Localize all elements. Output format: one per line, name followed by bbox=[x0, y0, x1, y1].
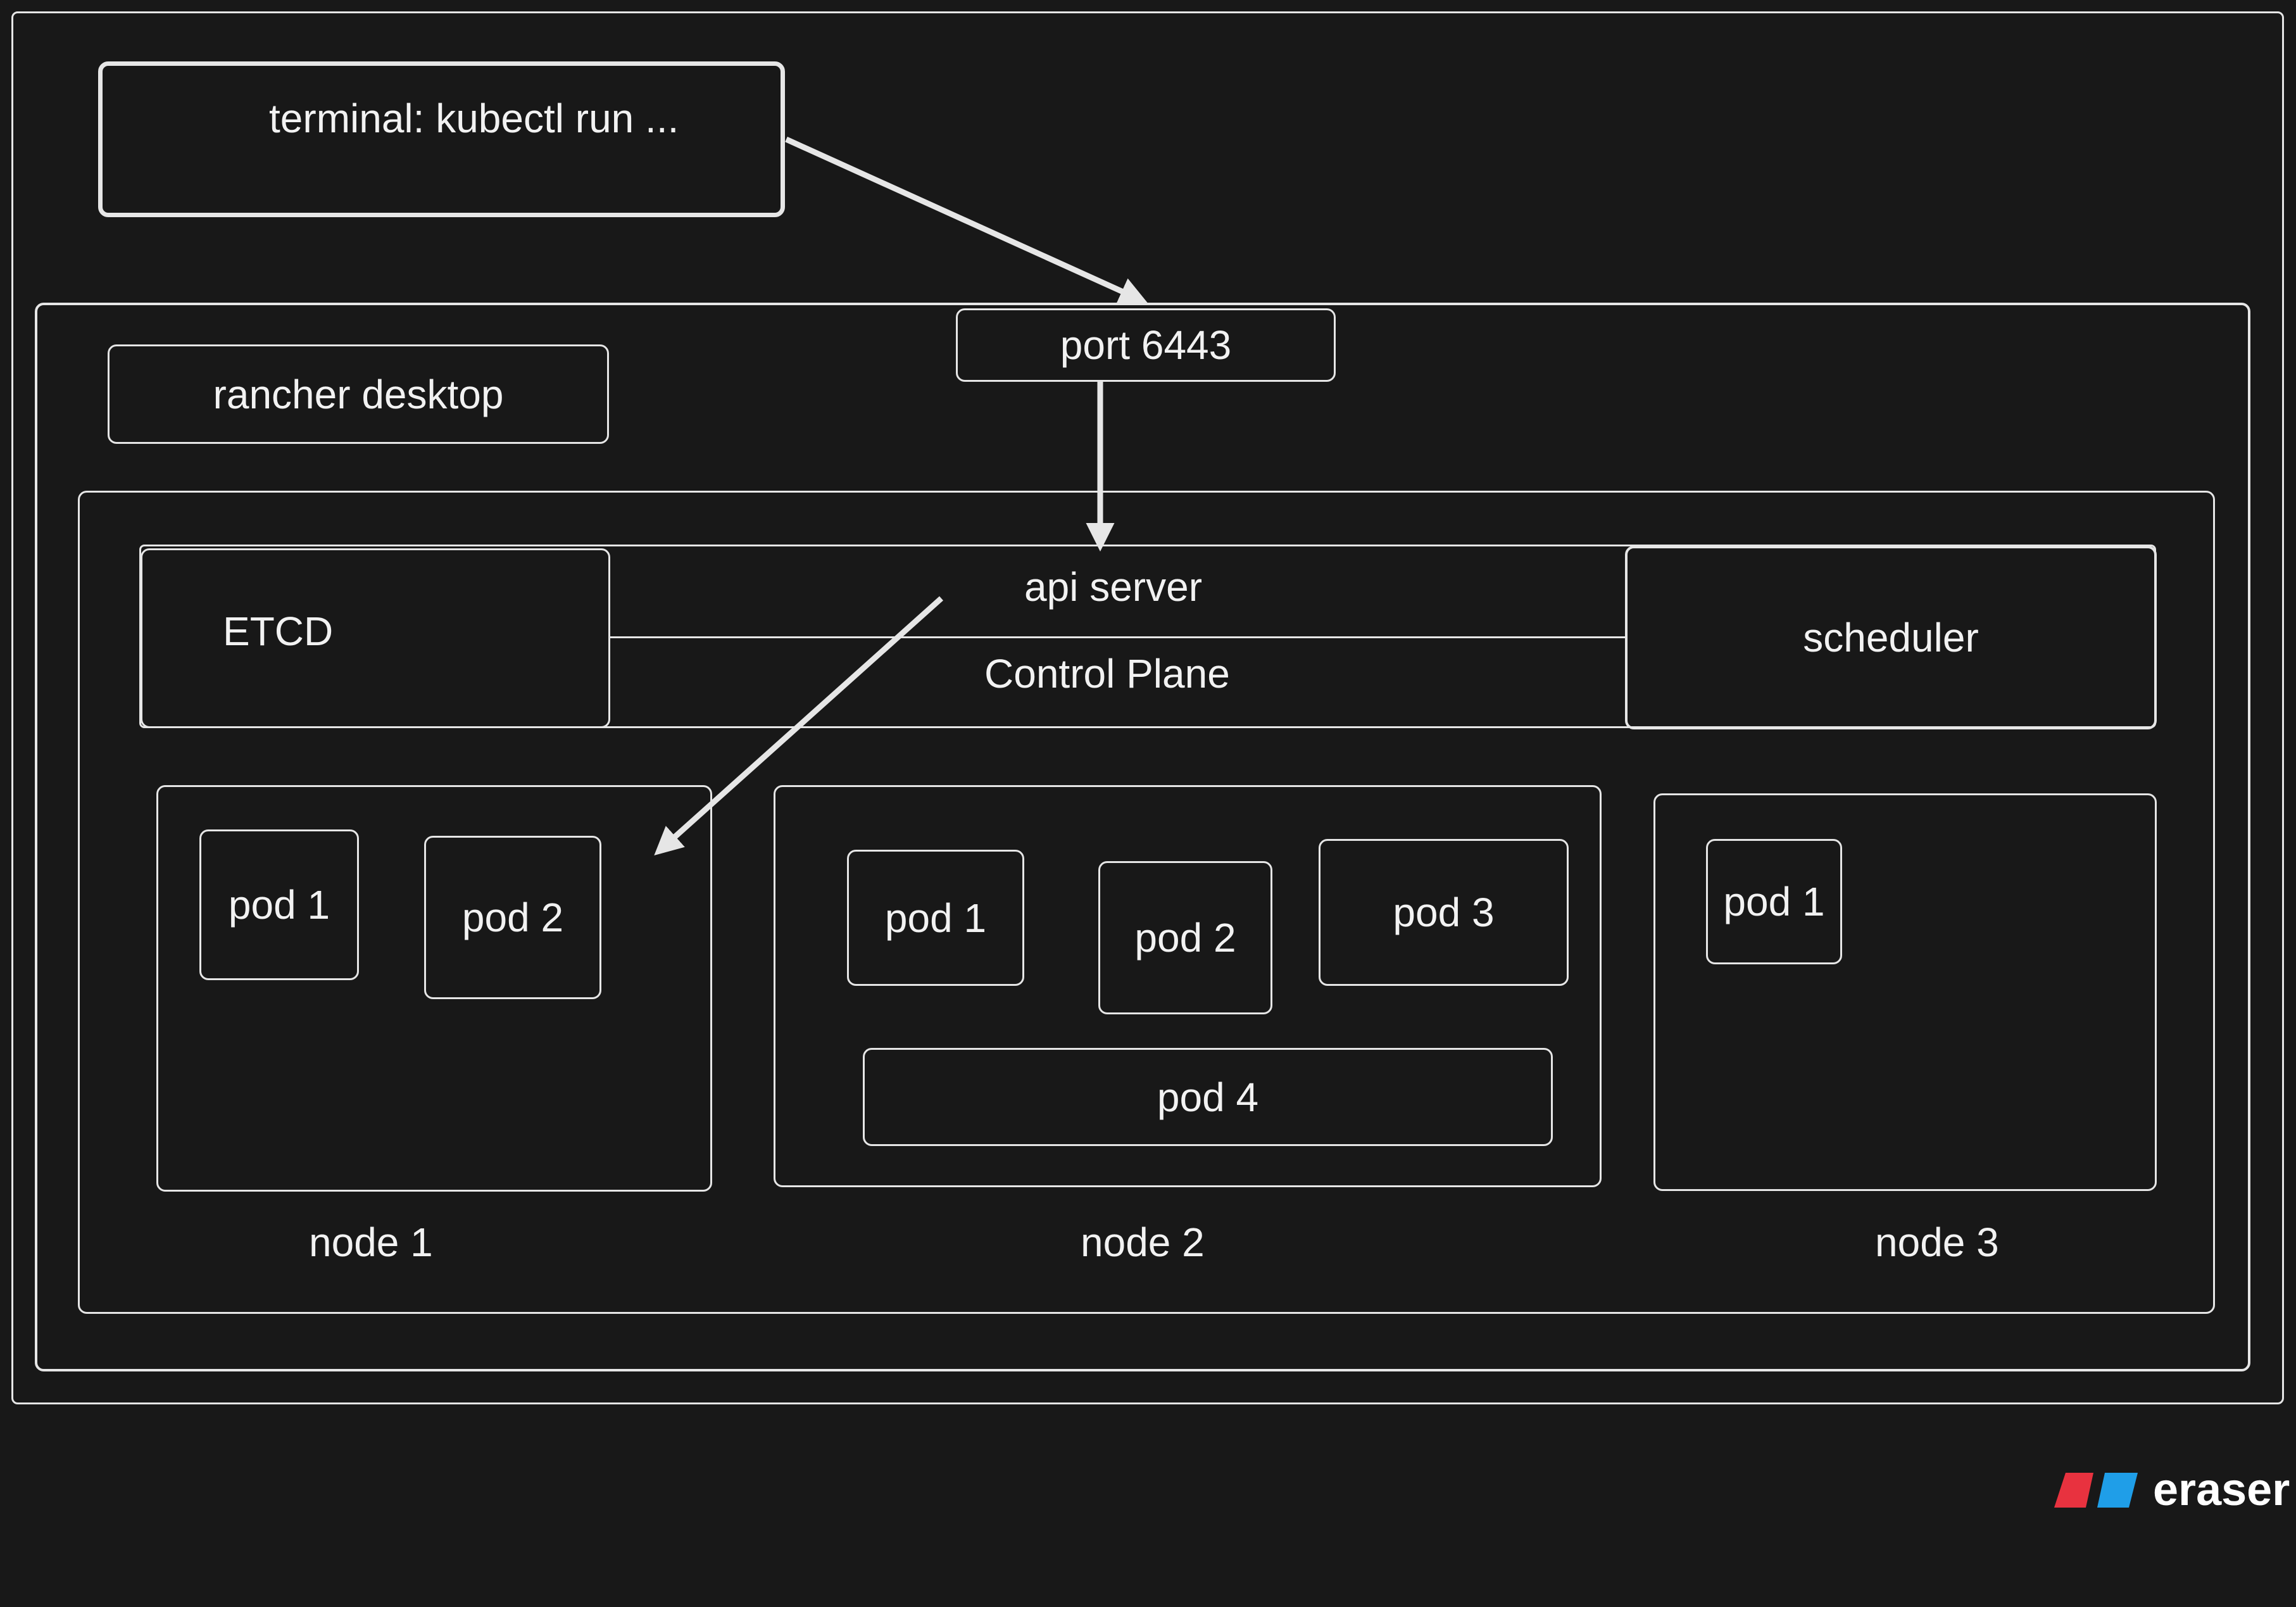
pod-label: pod 2 bbox=[1134, 915, 1236, 961]
rancher-desktop-label: rancher desktop bbox=[213, 371, 504, 417]
api-server-divider bbox=[609, 636, 1626, 638]
node-1-label: node 1 bbox=[309, 1219, 433, 1265]
pod-label: pod 3 bbox=[1393, 890, 1495, 935]
eraser-logo-text: eraser bbox=[2153, 1465, 2290, 1515]
terminal-label: terminal: kubectl run ... bbox=[269, 96, 679, 141]
node-2-pod-4: pod 4 bbox=[863, 1048, 1553, 1146]
node-1-pod-2: pod 2 bbox=[424, 836, 601, 999]
eraser-logo: eraser bbox=[2054, 1465, 2290, 1515]
control-plane-label: Control Plane bbox=[984, 651, 1230, 696]
cluster-frame bbox=[78, 491, 2215, 1314]
node-3-pod-1: pod 1 bbox=[1706, 839, 1842, 964]
node-1-pod-1: pod 1 bbox=[199, 829, 359, 980]
pod-label: pod 4 bbox=[1157, 1074, 1259, 1120]
etcd-box bbox=[141, 548, 610, 728]
outer-frame bbox=[11, 11, 2284, 1404]
etcd-label: ETCD bbox=[223, 608, 334, 654]
port-label: port 6443 bbox=[1060, 322, 1232, 368]
api-server-label: api server bbox=[1024, 564, 1202, 610]
pod-label: pod 1 bbox=[1723, 879, 1825, 924]
port-box: port 6443 bbox=[956, 308, 1336, 382]
pod-label: pod 1 bbox=[884, 895, 987, 941]
node-2-pod-3: pod 3 bbox=[1319, 839, 1569, 986]
node-2-label: node 2 bbox=[1081, 1219, 1205, 1265]
eraser-logo-icon bbox=[2054, 1472, 2138, 1508]
pod-label: pod 2 bbox=[461, 895, 564, 940]
node-3-box bbox=[1653, 793, 2157, 1191]
scheduler-label: scheduler bbox=[1803, 615, 1979, 660]
node-1-box bbox=[156, 785, 712, 1192]
pod-label: pod 1 bbox=[228, 882, 330, 928]
node-2-box bbox=[774, 785, 1602, 1187]
scheduler-box: scheduler bbox=[1625, 546, 2157, 729]
node-2-pod-1: pod 1 bbox=[847, 850, 1024, 986]
terminal-box bbox=[98, 61, 785, 217]
node-2-pod-2: pod 2 bbox=[1098, 861, 1272, 1014]
node-3-label: node 3 bbox=[1875, 1219, 1999, 1265]
rancher-desktop-box: rancher desktop bbox=[108, 344, 609, 444]
